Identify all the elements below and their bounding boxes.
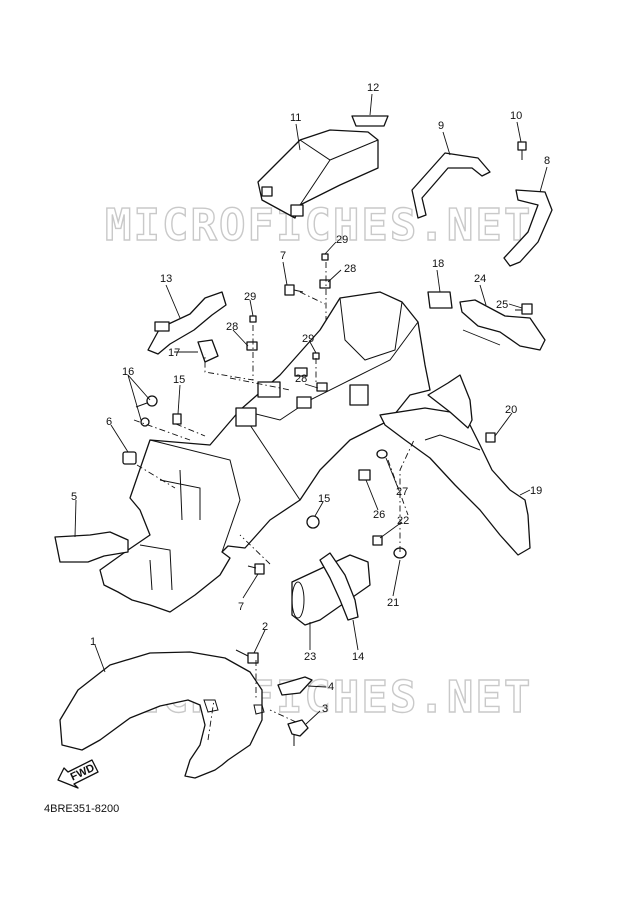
part-1-front-fender [59, 651, 265, 779]
part-25-bolt [515, 303, 533, 315]
callout-24: 24 [474, 273, 486, 285]
callout-22: 22 [397, 515, 409, 527]
callout-5: 5 [71, 491, 77, 503]
callout-1: 1 [90, 636, 96, 648]
callout-21: 21 [387, 597, 399, 609]
callout-29-left: 29 [244, 291, 256, 303]
callout-3: 3 [322, 703, 328, 715]
part-15-screw-lower [306, 515, 320, 529]
part-27-washer [376, 449, 388, 459]
callout-2: 2 [262, 621, 268, 633]
callout-27: 27 [396, 486, 408, 498]
callout-25: 25 [496, 299, 508, 311]
callout-15-lower: 15 [318, 493, 330, 505]
part-18-pad [427, 291, 453, 309]
part-4-reflector [277, 676, 313, 696]
diagram-code: 4BRE351-8200 [44, 803, 120, 815]
part-11-seat-cowl [257, 129, 379, 219]
part-20-bolt [485, 432, 496, 443]
callout-28-top: 28 [344, 263, 356, 275]
part-10-bolt [517, 141, 527, 160]
part-14-strap [319, 552, 359, 621]
callout-7-lower: 7 [238, 601, 244, 613]
callout-7-upper: 7 [280, 250, 286, 262]
part-3-clip [287, 719, 309, 746]
part-19-side-panel [379, 374, 531, 556]
callout-28-mid: 28 [295, 373, 307, 385]
callout-29-mid: 29 [302, 333, 314, 345]
callout-12: 12 [367, 82, 379, 94]
part-2-bolt [235, 649, 259, 664]
callouts: 12 11 9 10 8 13 17 18 24 25 7 29 28 29 2… [71, 82, 550, 715]
callout-8: 8 [544, 155, 550, 167]
part-6-grommet [122, 451, 137, 465]
callout-28-left: 28 [226, 321, 238, 333]
watermark-top: MICROFICHES.NET [105, 200, 532, 251]
callout-19: 19 [530, 485, 542, 497]
part-22-screw [372, 535, 383, 546]
callout-10: 10 [510, 110, 522, 122]
part-24-plate [459, 299, 546, 351]
part-9-grab-bar [411, 152, 491, 219]
callout-13: 13 [160, 273, 172, 285]
part-12-label [351, 115, 389, 127]
callout-26: 26 [373, 509, 385, 521]
part-15-screw-upper [172, 413, 182, 425]
leader-lines [74, 93, 548, 725]
callout-17: 17 [168, 347, 180, 359]
callout-6: 6 [106, 416, 112, 428]
part-7-bolt-lower [247, 563, 265, 575]
callout-11: 11 [290, 112, 301, 124]
callout-29-top: 29 [336, 234, 348, 246]
callout-23: 23 [304, 651, 316, 663]
part-13-bracket [147, 291, 227, 355]
part-28-nuts [246, 279, 331, 392]
part-rear-fender-assembly [99, 291, 431, 613]
callout-14: 14 [352, 651, 364, 663]
callout-9: 9 [438, 120, 444, 132]
callout-16: 16 [122, 366, 134, 378]
part-26-nut [358, 469, 371, 481]
part-16-screw [135, 395, 158, 427]
part-17-clamp [197, 339, 219, 363]
callout-20: 20 [505, 404, 517, 416]
callout-15-upper: 15 [173, 374, 185, 386]
part-5-flap [54, 531, 129, 563]
callout-18: 18 [432, 258, 444, 270]
part-7-bolt-upper [284, 284, 304, 296]
part-8-bracket [503, 189, 553, 267]
fwd-arrow-icon: FWD [57, 759, 99, 789]
callout-4: 4 [328, 681, 334, 693]
